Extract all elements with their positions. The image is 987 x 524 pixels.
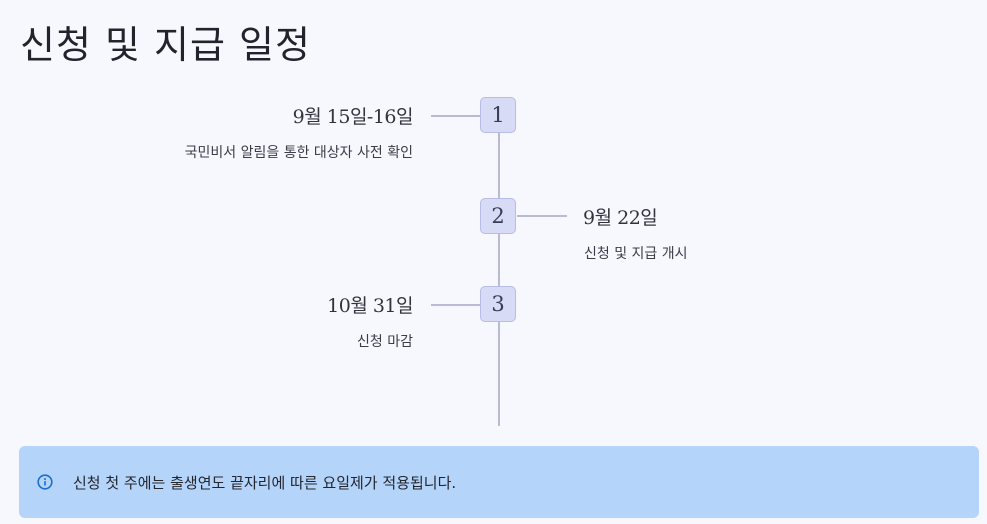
timeline-vertical-line bbox=[498, 115, 500, 426]
step-2-date: 9월 22일 bbox=[583, 207, 658, 229]
step-3-connector bbox=[431, 304, 481, 306]
step-1-connector bbox=[431, 115, 481, 117]
info-icon bbox=[37, 474, 53, 490]
info-notice: 신청 첫 주에는 출생연도 끝자리에 따른 요일제가 적용됩니다. bbox=[19, 446, 979, 518]
step-1-date: 9월 15일-16일 bbox=[292, 106, 414, 128]
step-3-date: 10월 31일 bbox=[327, 295, 413, 317]
step-3-number-badge: 3 bbox=[480, 286, 516, 322]
step-1-description: 국민비서 알림을 통한 대상자 사전 확인 bbox=[184, 145, 413, 161]
schedule-timeline: 1 9월 15일-16일 국민비서 알림을 통한 대상자 사전 확인 2 9월 … bbox=[184, 97, 688, 426]
step-2-number-badge: 2 bbox=[480, 198, 516, 234]
page-title: 신청 및 지급 일정 bbox=[20, 23, 311, 67]
step-3-description: 신청 마감 bbox=[357, 334, 413, 350]
step-1-number-badge: 1 bbox=[480, 97, 516, 133]
step-2-description: 신청 및 지급 개시 bbox=[584, 246, 688, 262]
step-2-connector bbox=[517, 215, 567, 217]
notice-text: 신청 첫 주에는 출생연도 끝자리에 따른 요일제가 적용됩니다. bbox=[73, 473, 457, 492]
